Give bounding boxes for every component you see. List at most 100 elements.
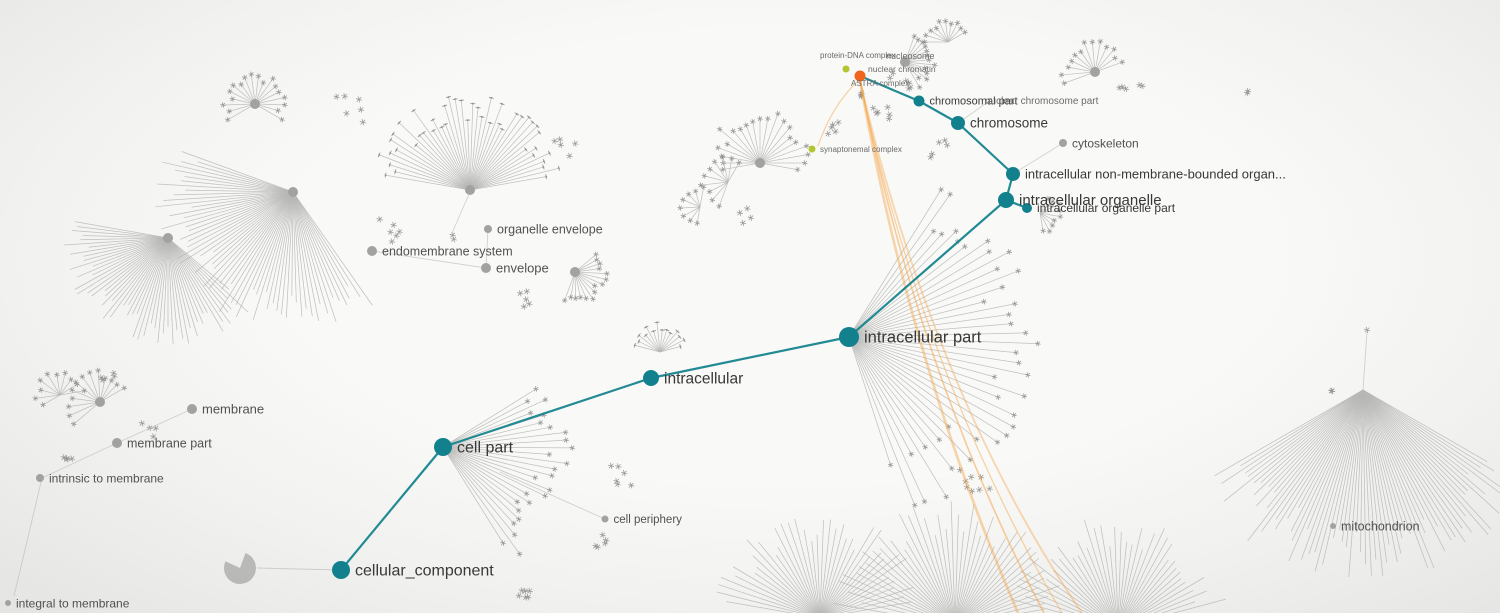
graph-node-membrane[interactable] (187, 404, 197, 414)
graph-node-membrane_part[interactable] (112, 438, 122, 448)
node-label-non_membrane_bounded: intracellular non-membrane-bounded organ… (1025, 166, 1286, 181)
flake-icon (343, 110, 350, 116)
graph-node-chromatin_node[interactable] (854, 70, 866, 82)
cluster-center-node[interactable] (95, 397, 105, 407)
graph-node-cell_periphery[interactable] (601, 515, 609, 523)
fan-spoke (823, 529, 882, 613)
flake-icon (594, 257, 600, 263)
fan-spoke (1012, 599, 1064, 613)
graph-node-chromosomal_part[interactable] (913, 95, 925, 107)
flake-icon (944, 142, 950, 148)
graph-node-intracellular[interactable] (643, 370, 659, 386)
cluster-center-node[interactable] (755, 158, 765, 168)
flake-icon (390, 222, 397, 228)
fan-spoke (955, 531, 965, 613)
fan-spoke (976, 577, 1045, 613)
flake-icon (1244, 90, 1250, 96)
fan-spoke (1362, 389, 1456, 538)
fan-spoke (91, 237, 169, 297)
fan-spoke (848, 336, 1019, 364)
graph-node-intracellular_organelle_part[interactable] (1022, 203, 1032, 213)
graph-node-organelle_envelope[interactable] (484, 225, 492, 233)
fan-spoke (1118, 531, 1122, 613)
flake-icon (922, 44, 928, 49)
fan-spoke (1100, 525, 1116, 613)
fan-spoke (1356, 389, 1364, 533)
fan-spoke (759, 137, 791, 164)
cluster-center-node[interactable] (465, 185, 475, 195)
flake-icon (342, 93, 348, 99)
cluster-center-node[interactable] (1090, 67, 1100, 77)
flake-icon (720, 154, 725, 160)
graph-node-intracellular_part[interactable] (839, 327, 859, 347)
fan-spoke (83, 237, 169, 257)
fan-spoke (726, 601, 794, 613)
fan-spoke (848, 336, 995, 378)
fan-spoke (848, 336, 940, 440)
fan-spoke (1333, 389, 1364, 539)
fan-spoke (292, 191, 334, 298)
flake-icon (542, 493, 548, 499)
flake-icon (592, 289, 598, 295)
cluster-center-node[interactable] (163, 233, 173, 243)
fan-spoke (848, 336, 1028, 376)
flake-icon (225, 117, 230, 123)
fan-spoke (1341, 389, 1364, 542)
flake-icon (1111, 46, 1117, 52)
fan-spoke (848, 189, 942, 338)
fan-spoke (689, 206, 701, 221)
fan-tip-dot (501, 102, 504, 105)
graph-node-cell_part[interactable] (434, 438, 452, 456)
graph-node-chromosome[interactable] (951, 116, 965, 130)
graph-node-intrinsic_to_membrane[interactable] (36, 474, 44, 482)
flake-icon (719, 154, 725, 159)
graph-node-envelope[interactable] (481, 263, 491, 273)
node-label-organelle_envelope: organelle envelope (497, 223, 603, 237)
flake-icon (547, 425, 553, 430)
fan-spoke (180, 191, 294, 240)
graph-node-lime_b[interactable] (808, 145, 816, 153)
graph-node-endomembrane_system[interactable] (367, 246, 377, 256)
fan-spoke (59, 383, 78, 396)
graph-node-non_membrane_bounded[interactable] (1006, 167, 1020, 181)
fan-spoke (787, 522, 819, 613)
fan-spoke (442, 446, 515, 524)
fan-spoke (777, 547, 818, 613)
fan-spoke (187, 191, 294, 242)
fan-spoke (167, 237, 208, 313)
cluster-center-node[interactable] (288, 187, 298, 197)
cluster-center-node[interactable] (900, 57, 910, 67)
flake-icon (995, 394, 1001, 400)
graph-node-mitochondrion[interactable] (1330, 523, 1336, 529)
fan-spoke (1136, 578, 1182, 613)
graph-node-lime_a[interactable] (842, 65, 850, 73)
cluster-center-node[interactable] (250, 99, 260, 109)
flake-icon (934, 25, 939, 31)
fan-spoke (1122, 549, 1143, 613)
fan-spoke (848, 336, 1014, 428)
fan-tip-dot (398, 121, 401, 124)
graph-node-intracellular_organelle[interactable] (998, 192, 1014, 208)
fan-spoke (746, 539, 816, 613)
fan-spoke (39, 379, 61, 396)
flake-icon (139, 420, 145, 426)
fan-spoke (109, 237, 169, 318)
fan-spoke (722, 162, 761, 170)
flake-icon (962, 29, 968, 35)
fan-spoke (1362, 389, 1377, 560)
fan-spoke (256, 191, 294, 295)
fan-spoke (958, 516, 994, 613)
graph-node-integral_to_membrane[interactable] (5, 600, 11, 606)
flake-icon (929, 151, 935, 157)
fan-spoke (1362, 389, 1405, 529)
fan-tip-dot (454, 98, 457, 101)
flake-icon (681, 213, 686, 219)
graph-node-cytoskeleton[interactable] (1059, 139, 1067, 147)
fan-spoke (1362, 389, 1426, 534)
fan-spoke (1050, 558, 1104, 613)
cluster-center-node[interactable] (570, 267, 580, 277)
graph-node-cellular_component[interactable] (332, 561, 350, 579)
fan-spoke (469, 97, 492, 191)
fan-spoke (858, 566, 937, 613)
